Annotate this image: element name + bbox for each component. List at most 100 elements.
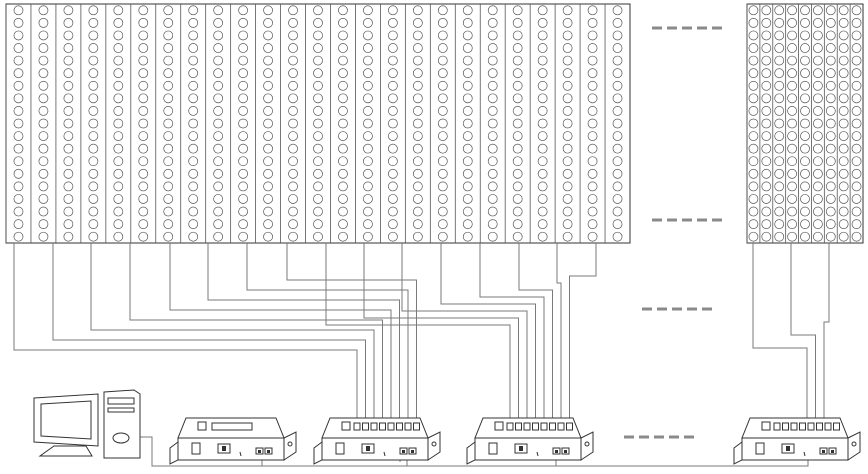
led-pixel [288, 194, 298, 204]
led-pixel [138, 181, 149, 192]
output-port [404, 422, 412, 431]
led-pixel [748, 68, 759, 79]
led-pixel [774, 206, 785, 217]
led-pixel [188, 219, 199, 230]
led-pixel [462, 168, 473, 179]
led-pixel [838, 30, 849, 41]
led-pixel [825, 55, 836, 66]
led-pixel [487, 17, 498, 28]
led-pixel [163, 80, 174, 91]
led-pixel [63, 206, 74, 217]
led-pixel [787, 231, 797, 242]
led-column [80, 4, 99, 243]
output-port [566, 422, 573, 431]
output-port [790, 422, 798, 431]
led-pixel [138, 231, 149, 242]
led-pixel [487, 231, 498, 242]
led-pixel [537, 30, 548, 41]
led-pixel [851, 156, 862, 167]
led-pixel [774, 17, 785, 28]
led-pixel [313, 118, 323, 129]
led-pixel [263, 181, 273, 192]
led-pixel [412, 5, 423, 16]
led-pixel [800, 118, 810, 129]
led-pixel [838, 181, 849, 192]
led-pixel [412, 118, 423, 129]
led-pixel [462, 93, 473, 104]
led-pixel [88, 55, 99, 66]
led-pixel [388, 231, 398, 242]
front-display-led [366, 446, 370, 451]
led-pixel [774, 194, 785, 204]
led-pixel [838, 194, 849, 204]
led-pixel [88, 131, 99, 141]
led-pixel [163, 181, 174, 192]
led-pixel [388, 194, 398, 204]
led-pixel [437, 131, 448, 141]
led-pixel [512, 131, 523, 141]
led-pixel [412, 181, 423, 192]
led-pixel [825, 143, 836, 154]
led-pixel [462, 131, 473, 141]
led-pixel [825, 80, 836, 91]
led-pixel [412, 55, 423, 66]
led-pixel [587, 93, 598, 104]
led-pixel [800, 168, 810, 179]
led-pixel [238, 80, 248, 91]
cable-r1-7 [246, 243, 409, 423]
led-pixel [113, 168, 124, 179]
cable-r2-6 [518, 243, 553, 423]
led-pixel [363, 93, 373, 104]
led-pixel [813, 17, 823, 28]
led-pixel [437, 30, 448, 41]
led-column [429, 4, 448, 243]
led-pixel [838, 80, 849, 91]
led-pixel [238, 5, 248, 16]
led-pixel [537, 17, 548, 28]
controller-receiver-last [733, 417, 861, 465]
led-pixel [13, 219, 24, 230]
led-pixel [813, 30, 823, 41]
led-pixel [163, 43, 174, 53]
led-pixel [238, 68, 248, 79]
led-pixel [288, 156, 298, 167]
power-connector [197, 421, 207, 431]
led-pixel [288, 106, 298, 116]
led-pixel [512, 106, 523, 116]
led-pixel [800, 194, 810, 204]
led-pixel [363, 206, 373, 217]
led-pixel [113, 80, 124, 91]
led-pixel [412, 30, 423, 41]
led-pixel [748, 93, 759, 104]
led-pixel [587, 5, 598, 16]
front-display-led [222, 446, 226, 451]
led-pixel [113, 5, 124, 16]
led-pixel [813, 68, 823, 79]
led-pixel [188, 143, 199, 154]
led-pixel [774, 30, 785, 41]
led-pixel [213, 55, 224, 66]
computer [33, 389, 141, 459]
led-pixel [388, 43, 398, 53]
led-pixel [38, 55, 49, 66]
led-pixel [512, 156, 523, 167]
cable-r1-8 [286, 243, 417, 423]
led-pixel [138, 93, 149, 104]
led-pixel [787, 30, 797, 41]
led-pixel [537, 156, 548, 167]
mount-bracket-left [733, 441, 743, 465]
led-pixel [213, 219, 224, 230]
led-pixel [748, 30, 759, 41]
led-pixel [38, 80, 49, 91]
led-pixel [63, 106, 74, 116]
led-pixel [437, 5, 448, 16]
led-pixel [113, 93, 124, 104]
monitor-screen [40, 400, 92, 440]
led-pixel [761, 231, 772, 242]
led-pixel [537, 118, 548, 129]
led-pixel [388, 5, 398, 16]
led-pixel [562, 106, 573, 116]
led-pixel [88, 43, 99, 53]
led-pixel [88, 206, 99, 217]
led-pixel [63, 156, 74, 167]
